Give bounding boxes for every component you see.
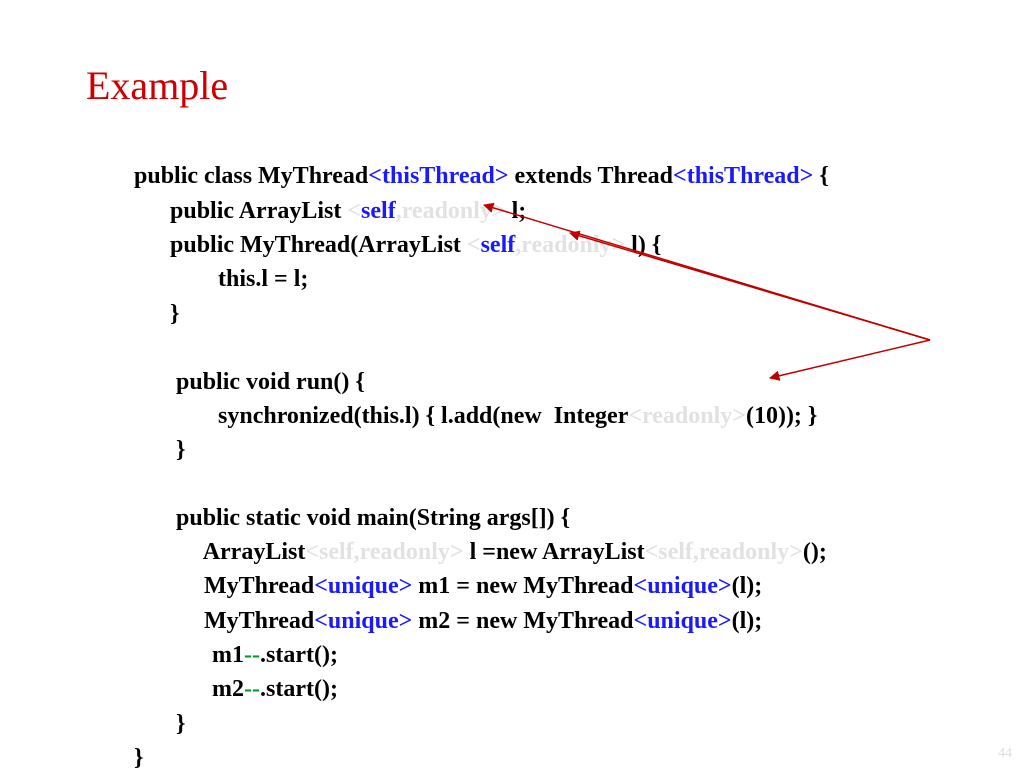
code-text: ArrayList <box>202 539 306 565</box>
slide-title: Example <box>86 63 229 108</box>
code-text: (l); <box>731 573 763 599</box>
code-text: { <box>813 163 829 189</box>
code-line-class-decl: public class MyThread<thisThread> extend… <box>122 140 829 188</box>
code-text: (10)); } <box>745 403 818 429</box>
code-text: synchronized(this.l) { l.add(new Integer <box>218 403 629 429</box>
code-text: .start(); <box>259 642 338 668</box>
code-text: m1 = new MyThread <box>412 573 634 599</box>
code-line-main-decl: public static void main(String args[]) { <box>164 482 570 530</box>
owner-annotation: <readonly> <box>628 403 746 429</box>
code-line-close-brace: } <box>164 688 185 736</box>
owner-unique: <unique> <box>314 573 413 599</box>
owner-unique: <unique> <box>633 573 732 599</box>
code-text: public class MyThread <box>134 163 369 189</box>
code-line-arraylist: ArrayList<self,readonly> l =new ArrayLis… <box>192 516 827 564</box>
owner-unique: <unique> <box>314 608 413 634</box>
code-text: m2 = new MyThread <box>412 608 634 634</box>
code-text: MyThread <box>204 608 315 634</box>
code-text: .start(); <box>259 676 338 702</box>
code-line-close-brace: } <box>122 722 143 770</box>
owner-unique: <unique> <box>633 608 732 634</box>
code-text: extends Thread <box>508 163 674 189</box>
owner-self: self <box>480 232 516 258</box>
code-text: m1 <box>212 642 244 668</box>
transfer-dash: -- <box>244 676 260 702</box>
owner-annotation: <self,readonly> <box>644 539 803 565</box>
code-text: public ArrayList <box>170 198 348 224</box>
code-line-m2-decl: MyThread<unique> m2 = new MyThread<uniqu… <box>192 585 762 633</box>
code-line-synchronized: synchronized(this.l) { l.add(new Integer… <box>206 380 817 428</box>
code-text: (); <box>802 539 827 565</box>
code-text: l =new ArrayList <box>463 539 645 565</box>
code-line-m2-start: m2--.start(); <box>200 653 338 701</box>
code-line-close-brace: } <box>164 414 185 462</box>
page-number: 44 <box>998 746 1012 761</box>
code-text: (l); <box>731 608 763 634</box>
code-line-assign: this.l = l; <box>206 243 308 291</box>
arrow-to-constructor-annotation <box>568 230 931 341</box>
code-line-run-decl: public void run() { <box>164 346 365 394</box>
code-text: this.l = l; <box>218 266 309 292</box>
owner-annotation: < <box>347 198 362 224</box>
owner-annotation: <self,readonly> <box>305 539 464 565</box>
transfer-dash: -- <box>244 642 260 668</box>
code-text: } <box>134 745 144 771</box>
code-line-constructor: public MyThread(ArrayList <self,readonly… <box>158 209 661 257</box>
code-line-field-decl: public ArrayList <self,readonly> l; <box>158 175 526 223</box>
arrow-to-integer-annotation <box>768 339 931 381</box>
code-text: } <box>176 711 186 737</box>
owner-annotation: < <box>466 232 481 258</box>
code-text: public void run() { <box>176 369 365 395</box>
code-line-m1-start: m1--.start(); <box>200 619 338 667</box>
code-text: MyThread <box>204 573 315 599</box>
code-text: m2 <box>212 676 244 702</box>
code-text: } <box>170 301 180 327</box>
code-text: public MyThread(ArrayList <box>170 232 467 258</box>
owner-param: <thisThread> <box>368 163 509 189</box>
code-line-m1-decl: MyThread<unique> m1 = new MyThread<uniqu… <box>192 550 762 598</box>
code-text: public static void main(String args[]) { <box>176 505 571 531</box>
owner-self: self <box>361 198 396 224</box>
owner-param: <thisThread> <box>673 163 814 189</box>
code-text: } <box>176 437 186 463</box>
code-line-close-brace: } <box>158 278 179 326</box>
